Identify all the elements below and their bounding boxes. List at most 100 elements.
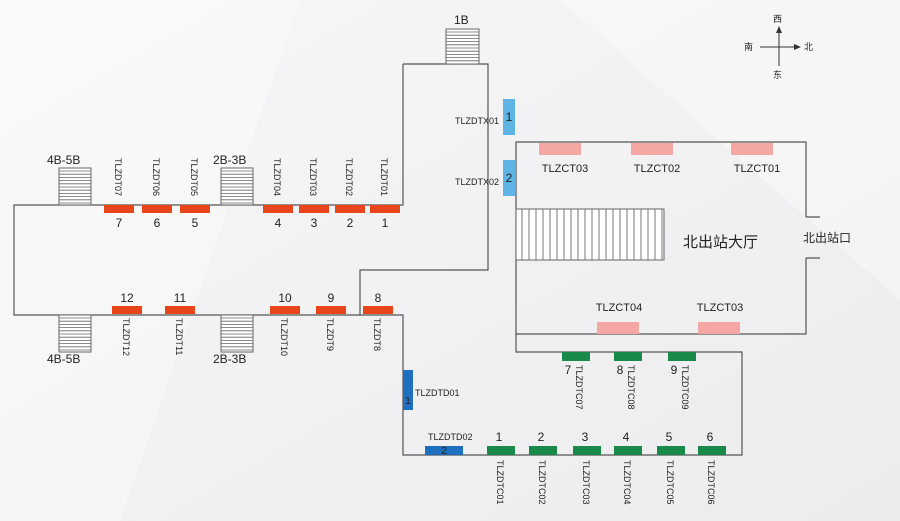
gate-number: 2 — [347, 216, 354, 230]
gate-number: 6 — [707, 430, 714, 444]
gate-tlzdt04[interactable] — [263, 205, 293, 213]
gate-tlzdt8[interactable] — [363, 306, 393, 314]
gate-code: TLZDT12 — [121, 318, 131, 356]
gate-number: 1 — [382, 216, 389, 230]
gate-number: 3 — [311, 216, 318, 230]
gate-code: TLZCT04 — [596, 302, 642, 314]
gate-tlzct02-top[interactable] — [631, 143, 673, 155]
gate-code: TLZDTC03 — [581, 460, 591, 505]
gate-tlzdtc02[interactable] — [529, 446, 557, 455]
gate-code: TLZDTD01 — [415, 388, 460, 398]
gate-tlzdtc08[interactable] — [614, 352, 642, 361]
gate-code: TLZDT11 — [174, 318, 184, 355]
gate-tlzdtc03[interactable] — [573, 446, 601, 455]
compass-arrow-right-icon — [794, 44, 801, 50]
gate-number: 2 — [506, 171, 513, 185]
gate-tlzdt03[interactable] — [299, 205, 329, 213]
gate-tlzdtc04[interactable] — [614, 446, 642, 455]
gate-code: TLZDT07 — [113, 158, 123, 196]
gate-number: 1 — [506, 110, 513, 124]
gate-code: TLZDTC07 — [574, 365, 584, 410]
gate-tlzdtx02[interactable] — [503, 160, 515, 196]
gate-number: 4 — [275, 216, 282, 230]
gate-tlzdtc06[interactable] — [698, 446, 726, 455]
gate-tlzdt11[interactable] — [165, 306, 195, 314]
stair-1b-label: 1B — [454, 13, 469, 27]
walls — [13, 63, 820, 456]
gate-code: TLZDT01 — [379, 158, 389, 196]
stairs-layer — [58, 28, 480, 353]
gate-tlzdt10[interactable] — [270, 306, 300, 314]
gate-code: TLZCT02 — [634, 163, 680, 175]
gate-number: 5 — [666, 430, 673, 444]
gate-number: 11 — [174, 291, 187, 305]
gate-tlzdt9[interactable] — [316, 306, 346, 314]
exit-name: 北出站口 — [803, 231, 851, 245]
compass-south: 南 — [744, 41, 753, 52]
stair-2b3b-top-label: 2B-3B — [213, 153, 246, 167]
gate-code: TLZDTX02 — [455, 177, 499, 187]
gate-tlzdtc07[interactable] — [562, 352, 590, 361]
gate-tlzdt12[interactable] — [112, 306, 142, 314]
gate-tlzct04-bottom[interactable] — [597, 322, 639, 334]
stair-2b3b-bottom-icon — [220, 314, 254, 353]
gate-code: TLZDT05 — [189, 158, 199, 196]
gate-code: TLZDTC02 — [537, 460, 547, 505]
devices-layer: 7TLZDT076TLZDT065TLZDT054TLZDT043TLZDT03… — [104, 99, 780, 505]
gate-tlzdt02[interactable] — [335, 205, 365, 213]
stair-4b5b-top-icon — [58, 167, 92, 206]
gate-tlzct01-top[interactable] — [731, 143, 773, 155]
gate-number: 8 — [617, 363, 624, 377]
gate-code: TLZDTC06 — [706, 460, 716, 505]
stair-4b5b-bottom-label: 4B-5B — [47, 352, 80, 366]
gate-code: TLZDTC08 — [626, 365, 636, 410]
stair-frame — [445, 28, 480, 65]
gate-tlzct03-bottom[interactable] — [698, 322, 740, 334]
gate-tlzdt06[interactable] — [142, 205, 172, 213]
gate-tlzdt07[interactable] — [104, 205, 134, 213]
gate-tlzdt05[interactable] — [180, 205, 210, 213]
compass: 西 南 北 东 — [744, 14, 813, 80]
compass-arrow-up-icon — [776, 26, 782, 33]
stair-4b5b-top-label: 4B-5B — [47, 153, 80, 167]
gate-number: 2 — [441, 445, 447, 457]
gate-number: 7 — [116, 216, 123, 230]
gate-tlzdtx01[interactable] — [503, 99, 515, 135]
gate-number: 6 — [154, 216, 161, 230]
compass-east: 东 — [773, 69, 782, 80]
gate-number: 12 — [120, 291, 134, 305]
stair-1b-icon — [445, 28, 480, 65]
gate-number: 9 — [328, 291, 335, 305]
gate-code: TLZDT02 — [344, 158, 354, 196]
stair-2b3b-bottom-label: 2B-3B — [213, 352, 246, 366]
gate-code: TLZDTC01 — [495, 460, 505, 505]
gate-tlzdtd01[interactable] — [403, 370, 413, 410]
gate-code: TLZDT06 — [151, 158, 161, 196]
gate-tlzdtc09[interactable] — [668, 352, 696, 361]
wall-outline-left — [13, 64, 404, 316]
gate-tlzdt01[interactable] — [370, 205, 400, 213]
gate-code: TLZDTC04 — [622, 460, 632, 505]
gate-number: 1 — [496, 430, 503, 444]
gate-number: 7 — [565, 363, 572, 377]
gate-code: TLZCT03 — [697, 302, 743, 314]
gate-tlzdtd02[interactable] — [425, 446, 463, 455]
hall-escalator-frame — [515, 208, 665, 261]
gate-number: 8 — [375, 291, 382, 305]
gate-tlzdtc01[interactable] — [487, 446, 515, 455]
gate-code: TLZDT8 — [372, 318, 382, 351]
background-facet — [560, 0, 900, 300]
hall-escalator — [515, 208, 665, 261]
gate-code: TLZDTX01 — [455, 116, 499, 126]
gate-code: TLZCT01 — [734, 163, 780, 175]
gate-number: 3 — [582, 430, 589, 444]
gate-tlzdtc05[interactable] — [657, 446, 685, 455]
gate-code: TLZCT03 — [542, 163, 588, 175]
gate-tlzct03-top[interactable] — [539, 143, 581, 155]
hall-escalator-steps — [521, 209, 663, 260]
gate-code: TLZDT03 — [308, 158, 318, 196]
gate-code: TLZDTD02 — [428, 432, 473, 442]
hall-name: 北出站大厅 — [683, 234, 758, 251]
